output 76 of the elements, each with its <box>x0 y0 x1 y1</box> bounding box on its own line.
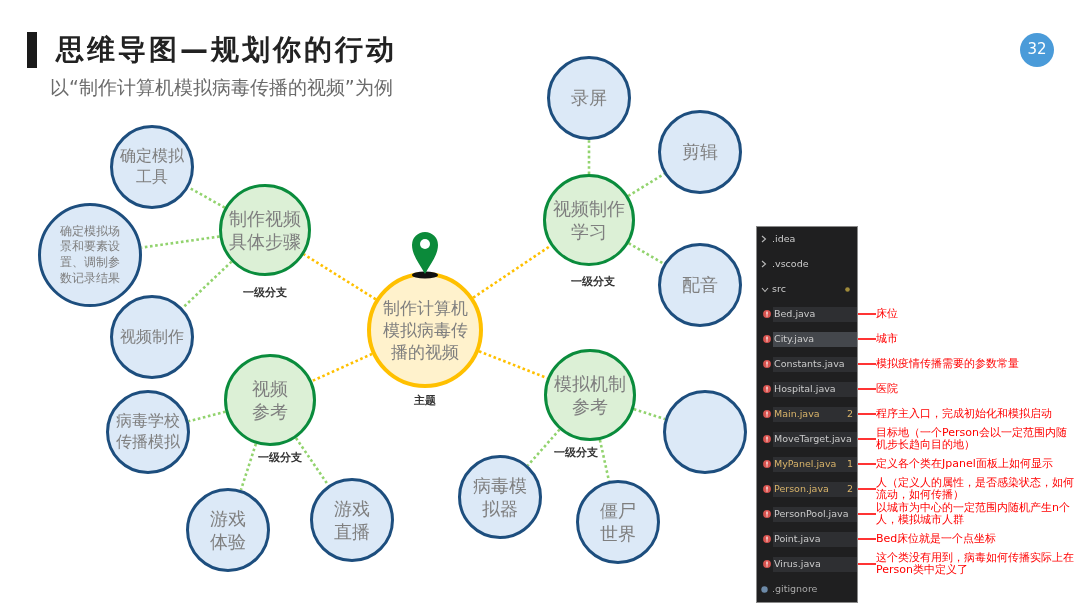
annotation-text: 人（定义人的属性，是否感染状态，如何流动，如何传播） <box>876 477 1076 501</box>
file-tree-panel <box>756 226 858 603</box>
annotation-text: 定义各个类在Jpanel面板上如何显示 <box>876 458 1053 470</box>
subtopic-circle: 游戏直播 <box>310 478 394 562</box>
dotted-connector <box>311 352 373 383</box>
leader-line <box>856 363 877 365</box>
tag-label: 一级分支 <box>554 446 598 458</box>
dotted-connector <box>587 140 591 174</box>
subtopic-circle: 剪辑 <box>658 110 742 194</box>
leader-line <box>856 538 877 540</box>
annotation-text: 模拟疫情传播需要的参数常量 <box>876 358 1019 370</box>
leader-line <box>856 413 877 415</box>
subtitle: 以“制作计算机模拟病毒传播的视频”为例 <box>50 75 393 100</box>
branch-circle: 制作视频具体步骤 <box>219 184 311 276</box>
branch-circle: 视频制作学习 <box>543 174 635 266</box>
folder-name: .idea <box>772 233 796 245</box>
subtopic-circle: 确定模拟工具 <box>110 125 194 209</box>
dotted-connector <box>478 350 548 380</box>
file-row: Virus.java <box>773 556 857 572</box>
annotation-text: 床位 <box>876 308 898 320</box>
dotted-connector <box>239 443 258 491</box>
dotted-connector <box>188 186 226 209</box>
leader-line <box>856 388 877 390</box>
topic-circle: 制作计算机模拟病毒传播的视频 <box>367 272 483 388</box>
folder-name: .vscode <box>772 258 809 270</box>
page-number-badge: 32 <box>1020 33 1054 67</box>
branch-circle: 模拟机制参考 <box>544 349 636 441</box>
tag-label: 一级分支 <box>258 451 302 463</box>
dotted-connector <box>472 244 552 299</box>
branch-circle: 视频参考 <box>224 354 316 446</box>
dotted-connector <box>188 410 226 423</box>
dotted-connector <box>294 437 330 487</box>
subtopic-circle: 游戏体验 <box>186 488 270 572</box>
file-row: MoveTarget.java <box>773 431 857 447</box>
leader-line <box>856 513 877 515</box>
file-row: Person.java 2 <box>773 481 857 497</box>
dotted-connector <box>633 407 666 421</box>
subtopic-circle: 病毒学校传播模拟 <box>106 390 190 474</box>
file-row: PersonPool.java <box>773 506 857 522</box>
slide-title: 思维导图—规划你的行动 <box>56 32 397 68</box>
file-row: Bed.java <box>773 306 857 322</box>
annotation-text: 医院 <box>876 383 898 395</box>
dotted-connector <box>526 428 561 467</box>
tag-label: 主题 <box>414 394 436 406</box>
subtopic-circle: 配音 <box>658 243 742 327</box>
dotted-connector <box>627 172 665 198</box>
leader-line <box>856 563 877 565</box>
subtopic-circle: 僵尸世界 <box>576 480 660 564</box>
file-row: Main.java 2 <box>773 406 857 422</box>
annotation-text: 目标地（一个Person会以一定范围内随机步长趋向目的地） <box>876 427 1076 451</box>
file-name: .gitignore <box>772 583 818 595</box>
leader-line <box>856 488 877 490</box>
leader-line <box>856 338 877 340</box>
dotted-connector <box>303 253 377 301</box>
leader-line <box>856 313 877 315</box>
subtopic-circle: 病毒模拟器 <box>458 455 542 539</box>
file-row: Hospital.java <box>773 381 857 397</box>
annotation-text: 城市 <box>876 333 898 345</box>
leader-line <box>856 438 877 440</box>
file-row: MyPanel.java 1 <box>773 456 857 472</box>
tag-label: 一级分支 <box>243 286 287 298</box>
tag-label: 一级分支 <box>571 275 615 287</box>
leader-line <box>856 463 877 465</box>
dotted-connector <box>628 242 665 265</box>
folder-name: src <box>772 283 786 295</box>
subtopic-circle: 确定模拟场景和要素设置、调制参数记录结果 <box>38 203 142 307</box>
subtopic-circle: 录屏 <box>547 56 631 140</box>
dotted-connector <box>181 260 233 310</box>
subtopic-circle: 视频制作 <box>110 295 194 379</box>
annotation-text: 这个类没有用到，病毒如何传播实际上在Person类中定义了 <box>876 552 1076 576</box>
annotation-text: 以城市为中心的一定范围内随机产生n个人，模拟城市人群 <box>876 502 1076 526</box>
annotation-text: Bed床位就是一个点坐标 <box>876 533 997 545</box>
file-row: City.java <box>773 331 857 347</box>
file-row: Point.java <box>773 531 857 547</box>
annotation-text: 程序主入口，完成初始化和模拟启动 <box>876 408 1052 420</box>
file-row: Constants.java <box>773 356 857 372</box>
